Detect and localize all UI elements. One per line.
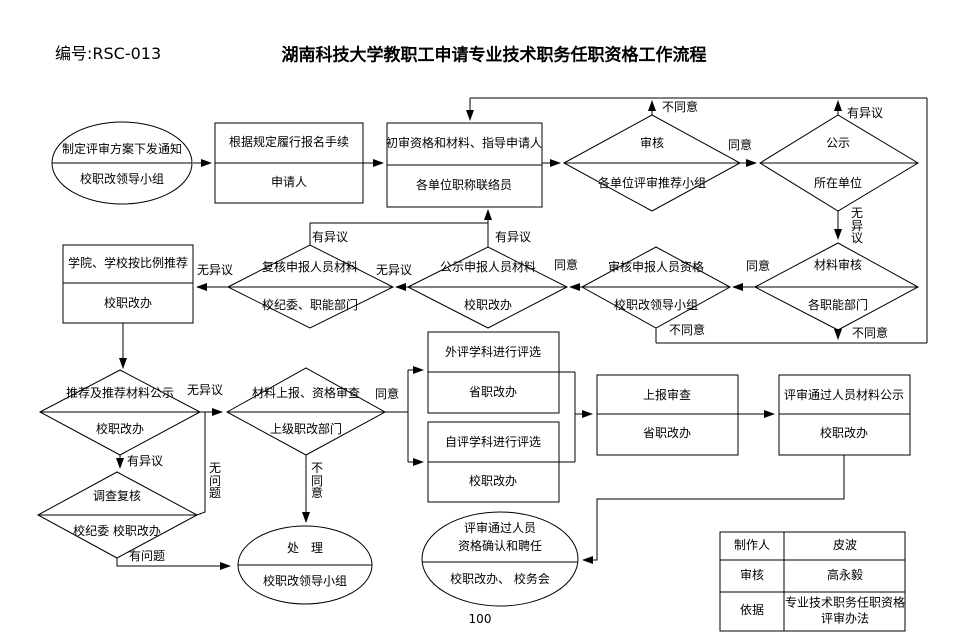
submit-review-actor: 省职改办: [642, 426, 692, 441]
material-review-action: 材料审核: [813, 258, 863, 273]
label-no-objection-publicity-material: 无异议: [375, 263, 413, 278]
node-pass-publicity: [778, 374, 911, 456]
node-check-qualification: [580, 246, 732, 329]
check-qualification-actor: 校职改领导小组: [613, 298, 699, 313]
node-investigate: [36, 471, 199, 559]
college-recommend-actor: 校职改办: [103, 296, 153, 311]
node-confirm: [421, 511, 579, 607]
recheck-actor: 校纪委、职能部门: [261, 298, 359, 313]
label-agree-qualification: 同意: [553, 258, 579, 273]
label-objection-publicity-material: 有异议: [494, 230, 532, 245]
node-submit-check: [225, 367, 387, 456]
edge-investigate-problem-handle: [116, 558, 231, 570]
label-disagree-material-review: 不同意: [851, 326, 889, 341]
label-no-objection-publicity: 无异议: [850, 206, 863, 246]
apply-action: 根据规定履行报名手续: [228, 135, 350, 150]
label-agree-unit-review: 同意: [727, 138, 753, 153]
node-recommend-publicity: [38, 369, 202, 456]
label-disagree-qualification: 不同意: [668, 323, 706, 338]
pass-publicity-actor: 校职改办: [819, 426, 869, 441]
table-value-reviewer: 高永毅: [826, 568, 864, 583]
submit-check-action: 材料上报、资格审查: [251, 386, 361, 401]
external-eval-action: 外评学科进行评选: [444, 345, 542, 360]
handle-actor: 校职改领导小组: [262, 574, 348, 589]
material-review-actor: 各职能部门: [807, 298, 869, 313]
unit-review-actor: 各单位评审推荐小组: [597, 176, 707, 191]
recheck-action: 复核申报人员材料: [261, 260, 359, 275]
college-recommend-action: 学院、学校按比例推荐: [67, 256, 189, 271]
unit-review-action: 审核: [639, 136, 665, 151]
edge-recheck-objection-up: [309, 222, 488, 245]
doc-code: 编号:RSC-013: [55, 44, 162, 63]
apply-actor: 申请人: [270, 175, 308, 190]
label-objection-recommend: 有异议: [126, 454, 164, 469]
pass-publicity-action: 评审通过人员材料公示: [783, 388, 905, 403]
investigate-actor: 校纪委 校职改办: [73, 524, 161, 539]
node-publicity-material: [406, 246, 569, 329]
table-label-maker: 制作人: [733, 538, 771, 553]
submit-check-actor: 上级职改部门: [269, 422, 343, 437]
node-unit-review: [562, 114, 742, 212]
first-review-action: 初审资格和材料、指导申请人: [385, 136, 543, 151]
node-handle: [237, 525, 373, 605]
node-plan: [51, 121, 193, 205]
label-agree-material-review: 同意: [745, 259, 771, 274]
table-value-basis: 专业技术职务任职资格评审办法: [784, 595, 905, 625]
publicity-material-action: 公示申报人员材料: [439, 260, 537, 275]
recommend-publicity-action: 推荐及推荐材料公示: [65, 386, 175, 401]
unit-publicity-action: 公示: [825, 136, 851, 151]
page-number: 100: [468, 612, 492, 627]
label-has-problem-investigate: 有问题: [128, 549, 166, 564]
plan-action: 制定评审方案下发通知: [61, 142, 183, 157]
submit-review-action: 上报审查: [642, 388, 692, 403]
label-no-problem-investigate: 无问题: [208, 461, 221, 501]
node-recheck-material: [226, 244, 395, 329]
node-self-eval: [427, 421, 560, 503]
label-disagree-submit-check: 不同意: [310, 461, 323, 501]
node-submit-review: [596, 374, 739, 456]
page-title: 湖南科技大学教职工申请专业技术职务任职资格工作流程: [281, 45, 707, 66]
label-disagree-unit-review: 不同意: [661, 100, 699, 115]
label-agree-submit-check: 同意: [374, 387, 400, 402]
confirm-actor: 校职改办、 校务会: [450, 572, 550, 587]
label-no-objection-recommend: 无异议: [186, 383, 224, 398]
node-college-recommend: [62, 244, 194, 324]
external-eval-actor: 省职改办: [468, 385, 518, 400]
publicity-material-actor: 校职改办: [463, 298, 513, 313]
self-eval-action: 自评学科进行评选: [444, 435, 542, 450]
label-objection-recheck: 有异议: [311, 230, 349, 245]
check-qualification-action: 审核申报人员资格: [607, 260, 705, 275]
table-label-basis: 依据: [739, 603, 765, 618]
confirm-action-2: 资格确认和聘任: [457, 539, 543, 554]
investigate-action: 调查复核: [92, 489, 142, 504]
edge-investigate-noproblem-up: [196, 412, 206, 516]
edge-pass-publicity-confirm: [582, 455, 845, 564]
confirm-action-1: 评审通过人员: [463, 521, 537, 536]
label-objection-unit-publicity: 有异议: [846, 106, 884, 121]
recommend-publicity-actor: 校职改办: [95, 422, 145, 437]
node-material-review: [753, 242, 920, 331]
node-first-review: [386, 122, 543, 208]
node-unit-publicity: [759, 114, 919, 212]
plan-actor: 校职改领导小组: [79, 172, 165, 187]
table-value-maker: 皮波: [832, 538, 858, 553]
info-table: [719, 531, 906, 632]
handle-action: 处 理: [286, 541, 324, 556]
unit-publicity-actor: 所在单位: [813, 176, 863, 191]
label-no-objection-recheck: 无异议: [196, 263, 234, 278]
table-label-reviewer: 审核: [739, 568, 765, 583]
first-review-actor: 各单位职称联络员: [415, 178, 513, 193]
self-eval-actor: 校职改办: [468, 474, 518, 489]
